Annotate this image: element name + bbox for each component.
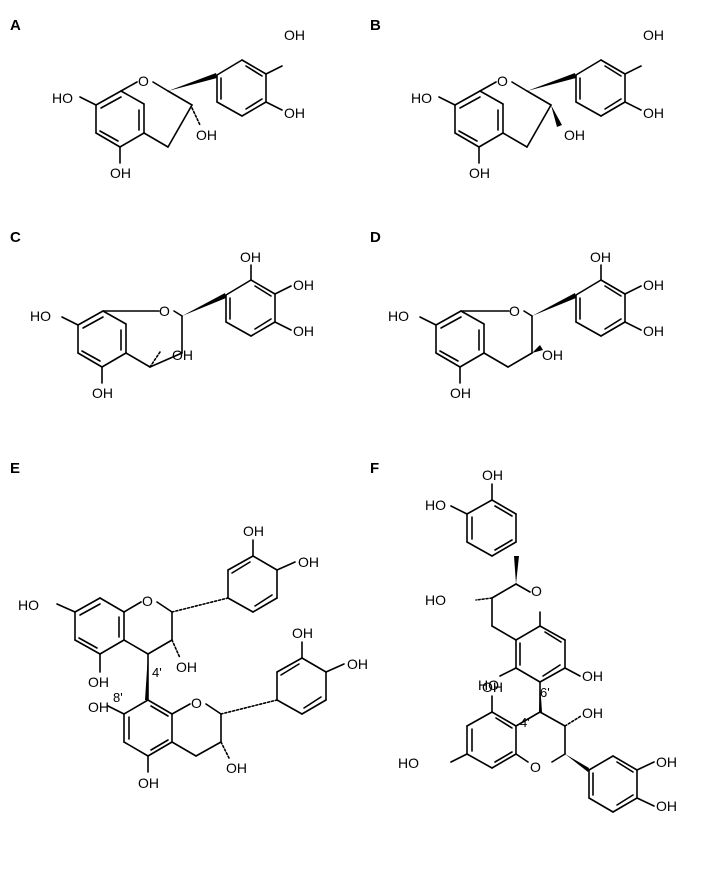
lower-hydroxyl-3p: OH: [292, 625, 313, 641]
panel-label-c: C: [10, 229, 21, 246]
hydroxyl-4p: OH: [643, 277, 664, 293]
top-ring-oxygen: O: [531, 583, 542, 599]
bottom-hydroxyl-3p: OH: [656, 754, 677, 770]
ring-oxygen: O: [159, 303, 170, 319]
bottom-hydroxyl-7: HO: [398, 755, 419, 771]
panel-a: A: [10, 17, 305, 181]
upper-hydroxyl-4p: OH: [298, 554, 319, 570]
ring-oxygen: O: [509, 303, 520, 319]
structure-b: [438, 59, 642, 164]
locant-upper: 6': [540, 685, 550, 700]
upper-hydroxyl-7: HO: [18, 597, 39, 613]
hydroxyl-7: HO: [52, 90, 73, 106]
bottom-hydroxyl-4p: OH: [656, 798, 677, 814]
ring-oxygen: O: [138, 73, 149, 89]
panel-label-d: D: [370, 229, 381, 246]
panel-f: F: [370, 460, 677, 814]
panel-c: C: [10, 229, 314, 401]
upper-hydroxyl-5: OH: [88, 674, 109, 690]
hydroxyl-5p: OH: [240, 249, 261, 265]
hydroxyl-3p: OH: [643, 105, 664, 121]
upper-hydroxyl-3: OH: [176, 659, 197, 675]
top-hydroxyl-3: HO: [425, 592, 446, 608]
panel-label-f: F: [370, 460, 379, 477]
hydroxyl-4p: OH: [643, 27, 664, 43]
panel-e: E: [10, 460, 368, 791]
hydroxyl-3p: OH: [643, 323, 664, 339]
hydroxyl-5p: OH: [590, 249, 611, 265]
hydroxyl-5: OH: [92, 385, 113, 401]
lower-ring-oxygen: O: [191, 695, 202, 711]
panel-d: D: [370, 229, 664, 401]
upper-ring-oxygen: O: [142, 593, 153, 609]
panel-label-e: E: [10, 460, 20, 477]
hydroxyl-7: HO: [388, 308, 409, 324]
hydroxyl-4p: OH: [284, 27, 305, 43]
hydroxyl-5: OH: [110, 165, 131, 181]
bottom-hydroxyl-5: OH: [482, 679, 503, 695]
hydroxyl-5: OH: [450, 385, 471, 401]
panel-label-a: A: [10, 17, 21, 34]
structure-d: [419, 264, 642, 384]
lower-hydroxyl-7: OH: [88, 699, 109, 715]
locant-lower: 4': [520, 715, 530, 730]
hydroxyl-7: HO: [30, 308, 51, 324]
hydroxyl-3p: OH: [293, 323, 314, 339]
structure-c: [61, 264, 292, 384]
hydroxyl-3: OH: [542, 347, 563, 363]
locant-upper: 4': [152, 665, 162, 680]
panel-b: B: [370, 17, 664, 181]
top-hydroxyl-4p: OH: [482, 467, 503, 483]
lower-hydroxyl-3: OH: [226, 760, 247, 776]
top-hydroxyl-3p: HO: [425, 497, 446, 513]
ring-oxygen: O: [497, 73, 508, 89]
bottom-hydroxyl-3: OH: [582, 705, 603, 721]
hydroxyl-3: OH: [564, 127, 585, 143]
hydroxyl-3: OH: [196, 127, 217, 143]
hydroxyl-5: OH: [469, 165, 490, 181]
structure-a: [79, 59, 283, 164]
panel-label-b: B: [370, 17, 381, 34]
top-hydroxyl-5: HO: [478, 677, 499, 693]
hydroxyl-3: OH: [172, 347, 193, 363]
hydroxyl-7: HO: [411, 90, 432, 106]
top-hydroxyl-7: OH: [582, 668, 603, 684]
lower-hydroxyl-4p: OH: [347, 656, 368, 672]
locant-lower: 8': [113, 690, 123, 705]
bottom-ring-oxygen: O: [530, 759, 541, 775]
structure-f: [450, 483, 655, 813]
upper-hydroxyl-3p: OH: [243, 523, 264, 539]
hydroxyl-4p: OH: [293, 277, 314, 293]
structure-e: [56, 539, 345, 773]
hydroxyl-3p: OH: [284, 105, 305, 121]
lower-hydroxyl-5: OH: [138, 775, 159, 791]
